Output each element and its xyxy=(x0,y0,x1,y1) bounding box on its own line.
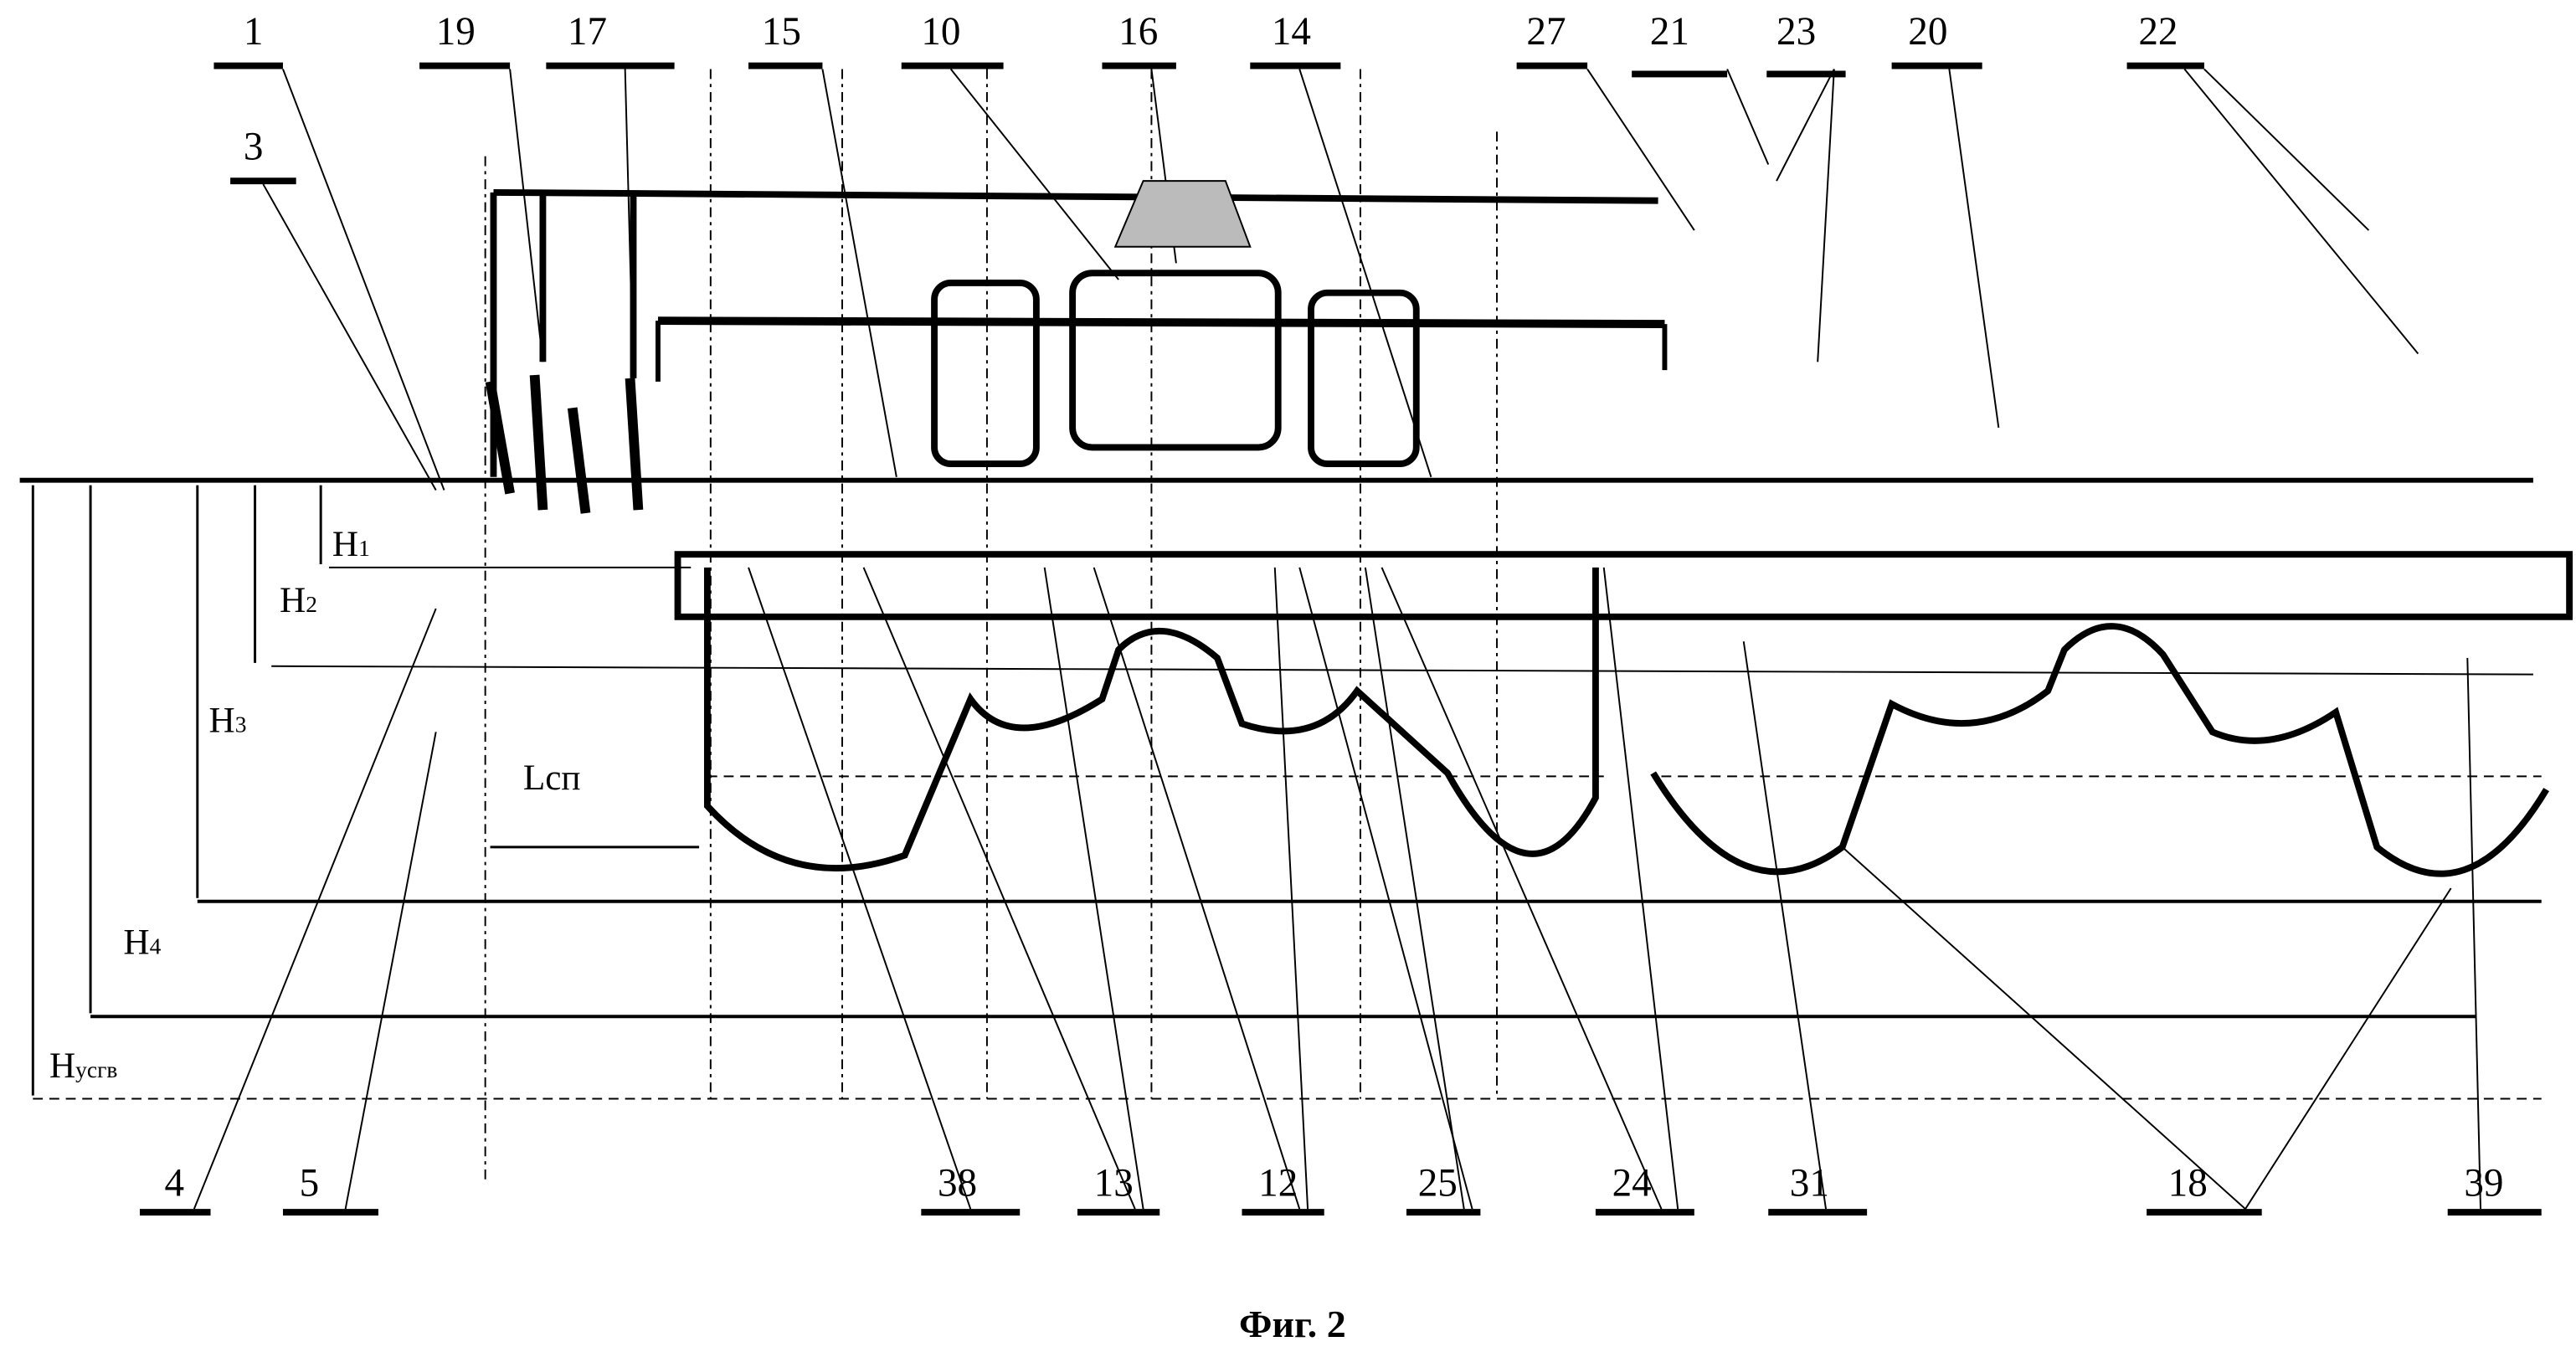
label-23: 23 xyxy=(1776,10,1816,54)
label-15: 15 xyxy=(762,10,801,54)
h2-label: H2 xyxy=(280,580,317,620)
label-17: 17 xyxy=(568,10,607,54)
label-1: 1 xyxy=(244,10,264,54)
label-25: 25 xyxy=(1418,1161,1458,1205)
h1-label: H1 xyxy=(332,524,370,564)
label-14: 14 xyxy=(1272,10,1311,54)
label-31: 31 xyxy=(1790,1161,1829,1205)
lsp-label: Lсп xyxy=(523,758,581,798)
figure-caption: Фиг. 2 xyxy=(1239,1303,1346,1345)
label-21: 21 xyxy=(1650,10,1689,54)
depth-arrows xyxy=(31,485,700,1096)
label-22: 22 xyxy=(2138,10,2178,54)
h3-label: H3 xyxy=(209,700,247,740)
label-24: 24 xyxy=(1612,1161,1652,1205)
soil-levels xyxy=(19,477,2542,1100)
furrow xyxy=(703,567,2549,877)
h4-label: H4 xyxy=(123,923,161,963)
label-10: 10 xyxy=(921,10,960,54)
label-38: 38 xyxy=(938,1161,977,1205)
label-39: 39 xyxy=(2464,1161,2503,1205)
label-16: 16 xyxy=(1118,10,1158,54)
conveyor xyxy=(674,551,2573,620)
label-27: 27 xyxy=(1526,10,1566,54)
label-4: 4 xyxy=(165,1161,185,1205)
label-texts: 1 19 17 15 10 16 14 27 21 23 20 22 3 4 5… xyxy=(165,10,2504,1205)
hu-label: Hусгв xyxy=(49,1046,117,1086)
label-3: 3 xyxy=(244,126,264,169)
label-18: 18 xyxy=(2168,1161,2208,1205)
machine xyxy=(485,180,1668,514)
leader-lines xyxy=(193,68,2481,1210)
label-19: 19 xyxy=(436,10,476,54)
label-underlines xyxy=(140,62,2542,1216)
label-12: 12 xyxy=(1258,1161,1298,1205)
depth-labels: H1 H2 H3 H4 Hусгв Lсп xyxy=(49,524,581,1086)
label-13: 13 xyxy=(1094,1161,1134,1205)
label-5: 5 xyxy=(300,1161,320,1205)
label-20: 20 xyxy=(1908,10,1947,54)
